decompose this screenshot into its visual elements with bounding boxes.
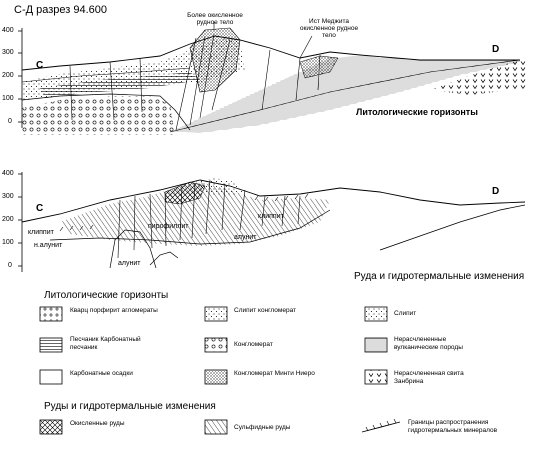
annotation-center: Более окисленное рудное тело <box>187 12 243 26</box>
volcanic-region <box>170 56 520 133</box>
zanbrina-region <box>430 60 528 95</box>
legend-label-minty-niero: Конгломерат Минти Ниеро <box>234 370 315 377</box>
bottom-surface <box>21 179 526 223</box>
label-na-left: н.алунит <box>34 242 63 249</box>
sulfide-ore-swatch <box>204 419 228 435</box>
top-surface <box>21 35 520 71</box>
label-klippit-right: клиппит <box>258 213 284 220</box>
conglomerate-region <box>22 96 175 135</box>
dotted-cap <box>195 178 245 196</box>
bottom-tick-200: 200 <box>2 216 14 223</box>
slip-conglomerate-swatch <box>204 306 228 322</box>
top-y-axis <box>18 28 23 128</box>
minty-niero-swatch <box>204 369 228 385</box>
conglomerate-swatch <box>204 337 228 353</box>
label-alunit: алунит <box>118 260 141 267</box>
figure-title: С-Д разрез 94.600 <box>14 4 108 16</box>
bottom-y-axis <box>18 172 23 272</box>
label-pirofillit: пирофиллит <box>148 223 189 230</box>
label-klippit-left: клиппит <box>28 229 54 236</box>
quartz-porphyry-swatch <box>39 306 63 322</box>
ores-section-label: Руда и гидротермальные изменения <box>354 271 525 282</box>
top-tick-200: 200 <box>2 72 14 79</box>
legend-ores-heading: Руды и гидротермальные изменения <box>44 401 216 412</box>
legend-label-conglomerate: Конгломерат <box>234 341 273 348</box>
lithology-label: Литологические горизонты <box>356 107 478 117</box>
bottom-point-c: C <box>36 203 44 214</box>
top-tick-400: 400 <box>2 27 14 34</box>
oxidized-ore-swatch <box>39 419 63 435</box>
legend-lithology-heading: Литологические горизонты <box>44 290 169 301</box>
legend-label-sandstone: Песчаник Карбонатный песчаник <box>70 336 141 351</box>
volcanic-swatch <box>364 337 388 353</box>
bottom-point-d: D <box>492 186 500 197</box>
label-alunit-right: алунит <box>234 234 257 241</box>
legend-label-carbonate: Карбонатные осадки <box>70 370 133 377</box>
top-point-d: D <box>492 44 500 55</box>
legend-label-sulfide-ore: Сульфидные руды <box>234 424 291 431</box>
bottom-tick-300: 300 <box>2 193 14 200</box>
legend-label-zanbrina: Нерасчлененная свита Занбрина <box>394 370 464 385</box>
bottom-tick-100: 100 <box>2 239 14 246</box>
top-tick-0: 0 <box>8 118 12 125</box>
legend-label-quartz: Кварц порфирит агломераты <box>70 307 158 314</box>
annotation-right: Ист Меджита окисленное рудное тело <box>299 18 359 39</box>
bottom-cross-section <box>18 172 526 272</box>
legend-label-volcanic: Нерасчлененные вулканические породы <box>394 336 463 351</box>
legend-label-slipit: Слипит <box>394 310 417 317</box>
ore-body-right <box>299 55 339 79</box>
top-point-c: C <box>36 60 44 71</box>
boundary-line-swatch <box>361 421 401 433</box>
sandstone-swatch <box>39 337 63 353</box>
legend-label-slip-conglomerate: Слипит конгломерат <box>234 307 297 314</box>
bottom-tick-0: 0 <box>8 262 12 269</box>
legend-swatches <box>39 306 401 435</box>
sandstone-band <box>40 72 200 98</box>
top-tick-100: 100 <box>2 95 14 102</box>
top-cross-section <box>18 22 528 135</box>
slipit-swatch <box>364 306 388 322</box>
boundary-line-right <box>379 204 526 251</box>
top-tick-300: 300 <box>2 49 14 56</box>
carbonate-swatch <box>39 369 63 385</box>
zanbrina-swatch <box>364 369 388 385</box>
legend-label-boundary: Границы распространения гидротермальных … <box>408 419 498 434</box>
bottom-tick-400: 400 <box>2 170 14 177</box>
legend-label-oxidized-ore: Окисленные руды <box>70 420 125 427</box>
ore-body-center <box>189 27 241 93</box>
